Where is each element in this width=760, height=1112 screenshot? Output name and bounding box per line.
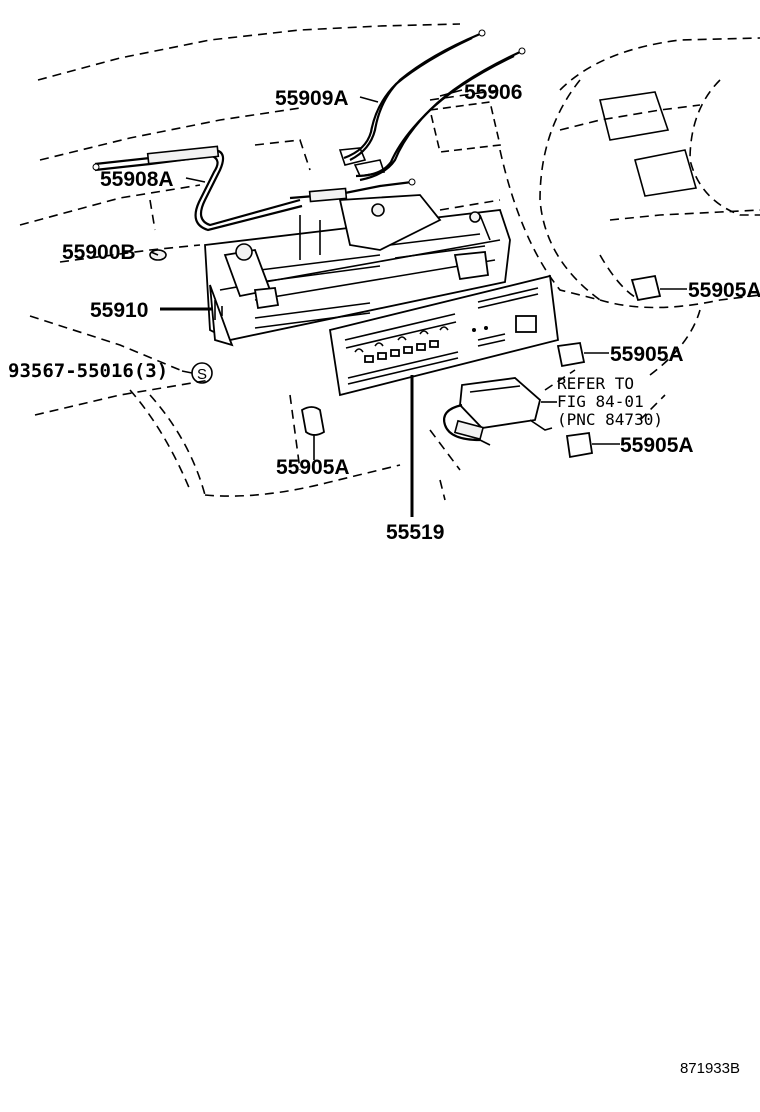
- heater-control-assembly: [204, 194, 511, 347]
- knob-right: [630, 274, 662, 302]
- screw-symbol: S: [197, 366, 207, 383]
- callout-55905a-low: 55905A: [620, 434, 694, 457]
- callout-55900b: 55900B: [62, 241, 136, 264]
- dashboard-outline: [19, 23, 760, 501]
- reference-line-1: REFER TO: [557, 374, 634, 393]
- callout-55910: 55910: [90, 299, 148, 322]
- control-cables: [92, 29, 526, 232]
- reference-line-2: FIG 84-01: [557, 392, 644, 411]
- reference-note: REFER TO FIG 84-01 (PNC 84730): [557, 374, 663, 429]
- callout-55905a-mid: 55905A: [610, 343, 684, 366]
- callout-labels: 55909A 55906 55908A 55900B 55910 93567-5…: [8, 81, 760, 544]
- callout-55909a: 55909A: [275, 87, 349, 110]
- knob-left: [301, 406, 325, 436]
- figure-number: 871933B: [680, 1060, 740, 1077]
- callout-55908a: 55908A: [100, 168, 174, 191]
- callout-55905a-left: 55905A: [276, 456, 350, 479]
- front-panel: [328, 274, 559, 397]
- callout-55519: 55519: [386, 521, 444, 544]
- blower-switch-harness: [443, 377, 553, 446]
- knob-low: [565, 431, 594, 459]
- reference-line-3: (PNC 84730): [557, 410, 663, 429]
- callout-55906: 55906: [464, 81, 522, 104]
- leader-lines: [150, 89, 687, 517]
- callout-93567-55016: 93567-55016(3): [8, 360, 168, 382]
- mode-buttons: [364, 340, 439, 363]
- knob-mid: [556, 341, 586, 368]
- callout-55905a-right: 55905A: [688, 279, 760, 302]
- knobs: [301, 274, 662, 459]
